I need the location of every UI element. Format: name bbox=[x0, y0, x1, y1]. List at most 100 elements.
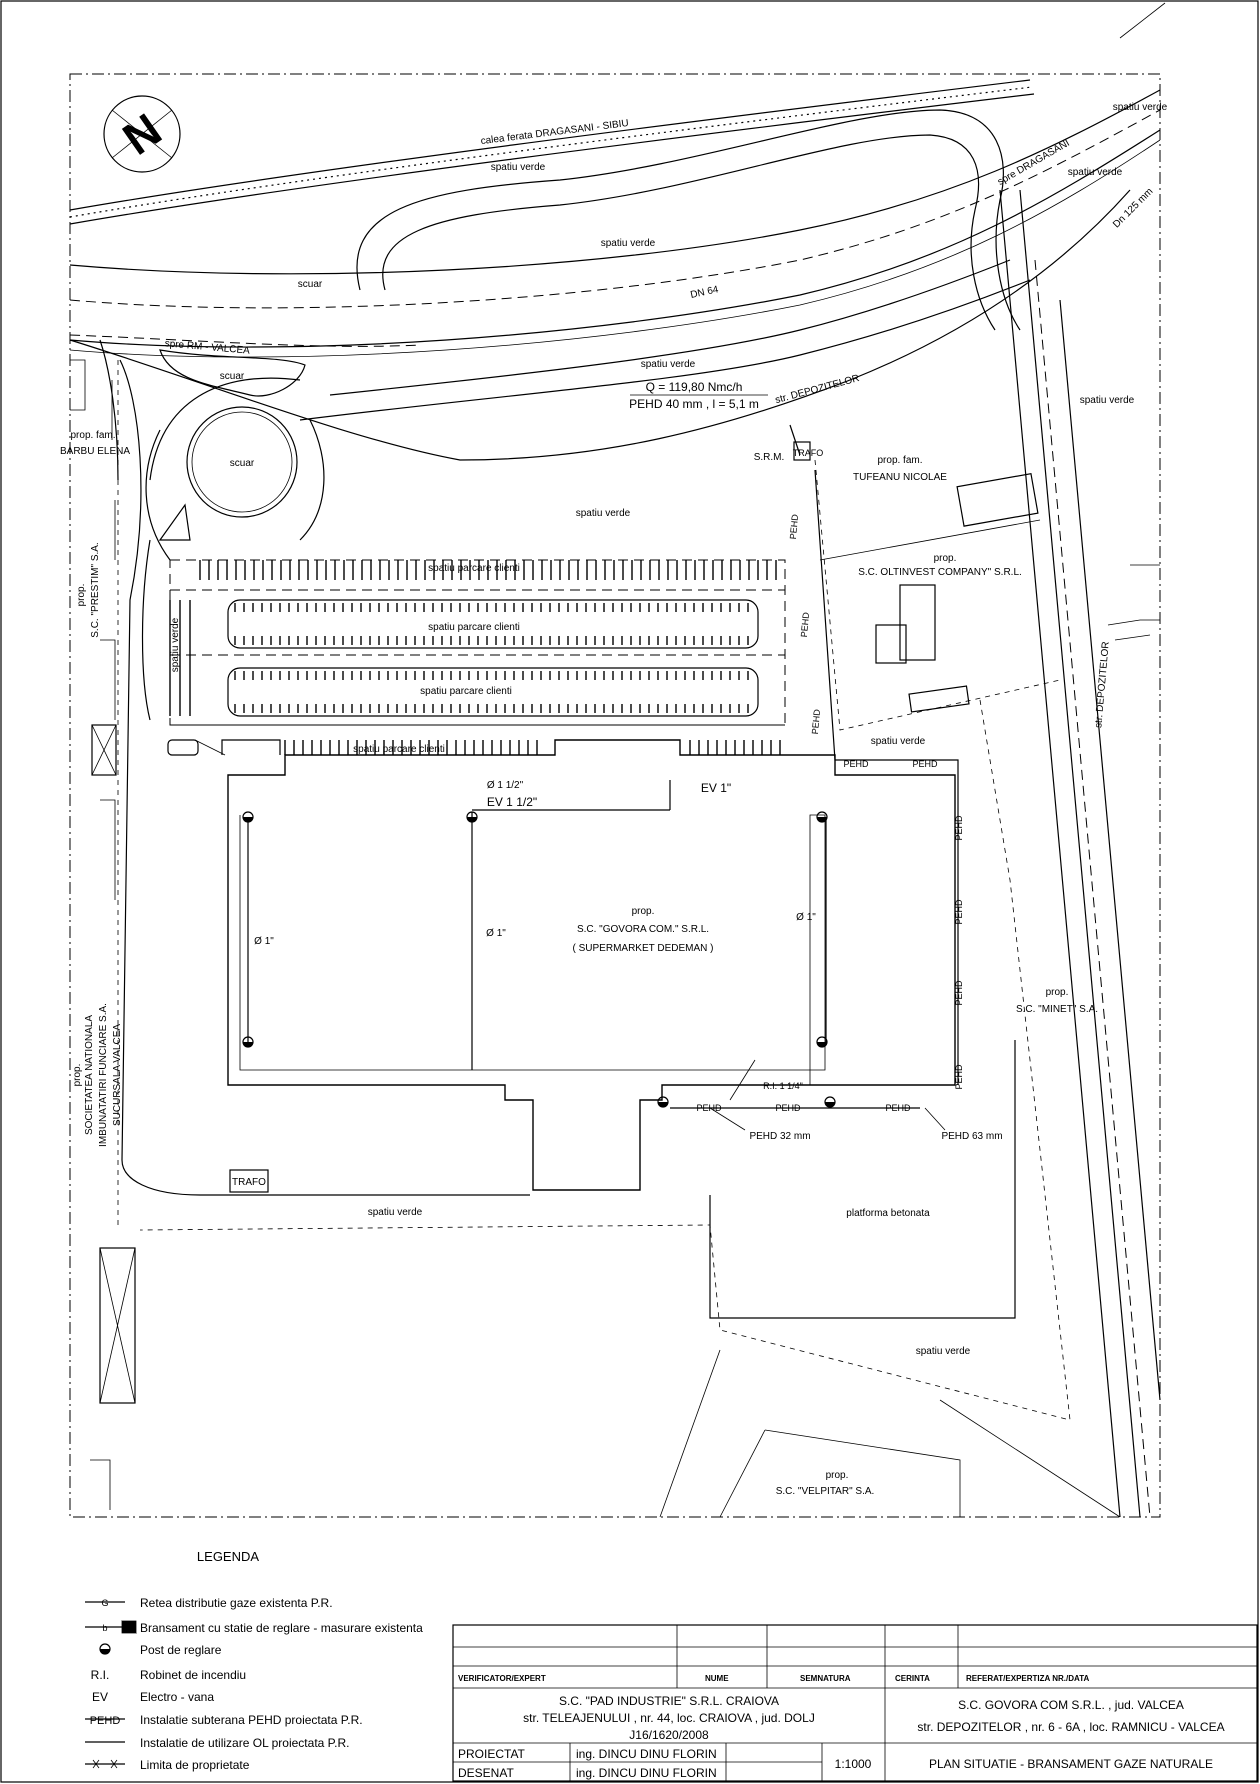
dn64-road-center bbox=[69, 109, 1161, 309]
legend-limita-x-icon bbox=[92, 1759, 118, 1769]
tb-scale: 1:1000 bbox=[835, 1757, 872, 1771]
label-flow-q: Q = 119,80 Nmc/h bbox=[646, 380, 743, 394]
legend-post-icon-fill bbox=[100, 1649, 110, 1654]
legend-srm-icon bbox=[121, 1620, 138, 1634]
tb-header-cerinta: CERINTA bbox=[895, 1674, 930, 1683]
tb-client-line2: str. DEPOZITELOR , nr. 6 - 6A , loc. RAM… bbox=[917, 1720, 1224, 1734]
property-line-srm bbox=[814, 459, 1061, 731]
label-prop-4: prop. bbox=[1046, 987, 1069, 998]
legend-text-limita: Limita de proprietate bbox=[140, 1758, 250, 1772]
label-pehd-5: PEHD bbox=[912, 759, 938, 769]
tb-header-verificator: VERIFICATOR/EXPERT bbox=[458, 1674, 546, 1683]
railway bbox=[69, 79, 1035, 225]
tb-header-semnatura: SEMNATURA bbox=[800, 1674, 851, 1683]
label-barbu: BARBU ELENA bbox=[60, 446, 130, 457]
left-building-lower bbox=[99, 1247, 136, 1404]
legend-symbol-bransament: b bbox=[102, 1623, 107, 1633]
legend-text-ev: Electro - vana bbox=[140, 1690, 214, 1704]
label-scuar-2: scuar bbox=[220, 371, 245, 382]
label-tufeanu: TUFEANU NICOLAE bbox=[853, 472, 947, 483]
post-de-reglare-icons bbox=[242, 811, 836, 1108]
loop-road-outer bbox=[356, 109, 1021, 331]
south-lot-3 bbox=[764, 1429, 961, 1517]
tb-proiectat-label: PROIECTAT bbox=[458, 1747, 526, 1761]
east-buildings bbox=[1107, 564, 1160, 641]
legend-text-gas: Retea distributie gaze existenta P.R. bbox=[140, 1596, 333, 1610]
label-sucursala: SUCURSALA VALCEA bbox=[112, 1024, 123, 1126]
label-spatiu-verde-5: spatiu verde bbox=[1080, 395, 1135, 406]
label-pehd-7: PEHD bbox=[954, 899, 964, 925]
left-building-upper bbox=[91, 724, 117, 776]
title-block-frame bbox=[452, 1624, 1258, 1782]
label-str-depozitelor-2: str. DEPOZITELOR bbox=[1093, 641, 1112, 728]
building-dedeman-inner bbox=[239, 814, 826, 1085]
label-spatiu-verde-10: spatiu verde bbox=[916, 1346, 971, 1357]
title-block: VERIFICATOR/EXPERT NUME SEMNATURA CERINT… bbox=[452, 1624, 1258, 1782]
tb-desenat-label: DESENAT bbox=[458, 1766, 514, 1780]
left-road-west-2 bbox=[99, 339, 119, 481]
label-prop-6: prop. bbox=[826, 1470, 849, 1481]
label-platforma: platforma betonata bbox=[846, 1208, 930, 1219]
pehd-line-east bbox=[814, 469, 959, 1085]
label-spatiu-verde-3: spatiu verde bbox=[1068, 167, 1123, 178]
label-pehd-2: PEHD bbox=[799, 611, 811, 637]
road-south-band-2 bbox=[329, 259, 1011, 396]
legend: LEGENDA G Retea distributie gaze existen… bbox=[85, 1549, 423, 1772]
label-pehd-6: PEHD bbox=[954, 815, 964, 841]
label-trafo-2: TRAFO bbox=[232, 1177, 266, 1188]
label-spatiu-verde-2: spatiu verde bbox=[601, 238, 656, 249]
legend-text-ol: Instalatie de utilizare OL proiectata P.… bbox=[140, 1736, 349, 1750]
label-d1-left: Ø 1" bbox=[254, 936, 274, 947]
tb-header-referat: REFERAT/EXPERTIZA NR./DATA bbox=[966, 1674, 1089, 1683]
label-str-depozitelor-1: str. DEPOZITELOR bbox=[774, 373, 861, 406]
label-pehd-4: PEHD bbox=[843, 759, 869, 769]
property-line-east bbox=[139, 699, 1071, 1421]
dn64-road-south bbox=[69, 129, 1161, 348]
south-lot-4 bbox=[939, 1399, 1121, 1518]
label-pehd63: PEHD 63 mm bbox=[941, 1131, 1002, 1142]
label-spatiu-verde-1: spatiu verde bbox=[491, 162, 546, 173]
legend-symbol-ev: EV bbox=[92, 1690, 108, 1704]
oltinvest-boundary bbox=[819, 519, 1041, 561]
trafo-north-box bbox=[793, 441, 811, 461]
label-prop-3: prop. bbox=[632, 906, 655, 917]
label-velpitar: S.C. "VELPITAR" S.A. bbox=[776, 1486, 875, 1497]
drawing-frame bbox=[69, 73, 1161, 1518]
legend-symbol-gas: G bbox=[101, 1598, 108, 1608]
label-d1-mid: Ø 1" bbox=[486, 928, 506, 939]
building-oltinvest-2 bbox=[875, 624, 907, 664]
scuar-island bbox=[159, 349, 306, 397]
label-prop-2: prop. bbox=[76, 584, 87, 607]
legend-text-pehd: Instalatie subterana PEHD proiectata P.R… bbox=[140, 1713, 363, 1727]
label-soc-nat: SOCIETATEA NATIONALA bbox=[84, 1015, 95, 1135]
building-dedeman bbox=[227, 739, 956, 1191]
label-govora: S.C. "GOVORA COM." S.R.L. bbox=[577, 924, 709, 935]
label-spatiu-verde-9: spatiu verde bbox=[368, 1207, 423, 1218]
legend-text-ri: Robinet de incendiu bbox=[140, 1668, 246, 1682]
label-pehd-9: PEHD bbox=[954, 1064, 964, 1090]
tb-drawing-title: PLAN SITUATIE - BRANSAMENT GAZE NATURALE bbox=[929, 1757, 1213, 1771]
label-pehd-1: PEHD bbox=[788, 513, 800, 539]
legend-text-bransament: Bransament cu statie de reglare - masura… bbox=[140, 1621, 423, 1635]
label-trafo-1: TRAFO bbox=[793, 448, 824, 458]
parking-stripes bbox=[169, 560, 781, 755]
label-pehd-10: PEHD bbox=[696, 1103, 722, 1113]
label-dedeman: ( SUPERMARKET DEDEMAN ) bbox=[573, 943, 714, 954]
tb-desenat-name: ing. DINCU DINU FLORIN bbox=[576, 1766, 717, 1780]
label-spre-rm-valcea: spre RM - VALCEA bbox=[164, 338, 250, 356]
label-parcare-3: spatiu parcare clienti bbox=[420, 686, 512, 697]
label-srm: S.R.M. bbox=[754, 452, 785, 463]
label-prop-fam-2: prop. fam. bbox=[877, 455, 922, 466]
label-pehd-11: PEHD bbox=[775, 1103, 801, 1113]
tb-company-line1: S.C. "PAD INDUSTRIE" S.R.L. CRAIOVA bbox=[559, 1694, 779, 1708]
label-d-1-1-2: Ø 1 1/2" bbox=[487, 780, 524, 791]
trafo-south-box bbox=[229, 1169, 269, 1193]
building-tufeanu bbox=[956, 473, 1039, 527]
ri-leader bbox=[729, 1059, 756, 1101]
label-parcare-4: spatiu parcare clienti bbox=[353, 744, 445, 755]
label-spatiu-verde-4: spatiu verde bbox=[641, 359, 696, 370]
label-spatiu-verde-8: spatiu verde bbox=[871, 736, 926, 747]
pehd63-leader bbox=[924, 1107, 946, 1131]
scuar-triangle bbox=[158, 503, 191, 541]
label-ri: R.I. 1 1/4" bbox=[763, 1081, 803, 1091]
